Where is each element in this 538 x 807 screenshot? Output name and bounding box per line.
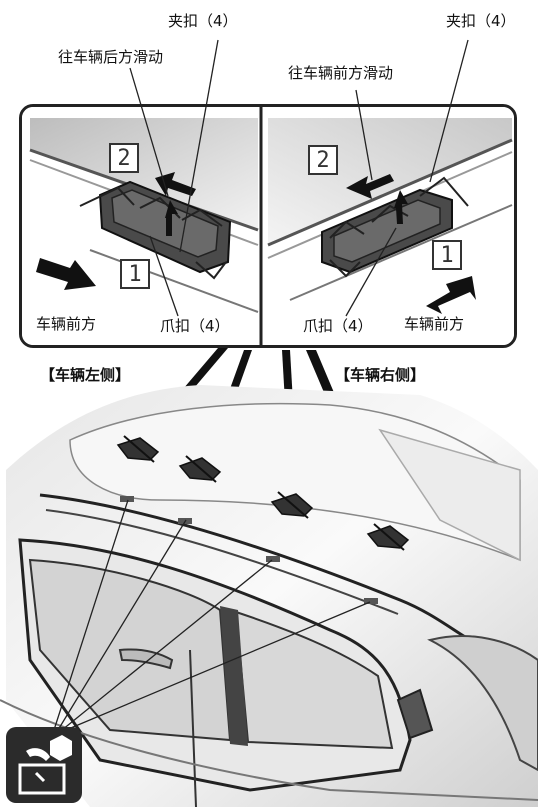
claw-label-right: 爪扣（4） [303, 317, 373, 335]
claw-label-left: 爪扣（4） [160, 317, 230, 335]
car-clip-1 [116, 435, 160, 463]
car-clip-4 [366, 523, 410, 551]
vehicle-right-side-title: 【车辆右侧】 [335, 366, 426, 384]
step-1-right-marker: 1 [432, 240, 462, 270]
car-clip-3 [270, 491, 314, 519]
left-detail-view [22, 107, 260, 345]
step-2-left-marker: 2 [109, 143, 139, 173]
car-clips [116, 435, 410, 604]
car-body-illustration [0, 385, 538, 807]
right-detail-view [263, 107, 514, 345]
step-2-right-marker: 2 [308, 145, 338, 175]
vehicle-front-label-left: 车辆前方 [36, 315, 97, 333]
left-clip-part [79, 180, 232, 280]
clip-label-left: 夹扣（4） [168, 12, 238, 30]
slide-rear-label: 往车辆后方滑动 [58, 48, 164, 66]
vehicle-left-side-title: 【车辆左侧】 [40, 366, 131, 384]
badge-leader-lines [53, 499, 371, 731]
car-clip-2 [178, 455, 222, 483]
step-1-left-marker: 1 [120, 259, 150, 289]
vehicle-front-label-right: 车辆前方 [404, 315, 465, 333]
slide-front-label: 往车辆前方滑动 [288, 64, 394, 82]
leader-lines [129, 39, 469, 317]
hand-install-icon [6, 727, 82, 803]
clip-label-right: 夹扣（4） [446, 12, 516, 30]
